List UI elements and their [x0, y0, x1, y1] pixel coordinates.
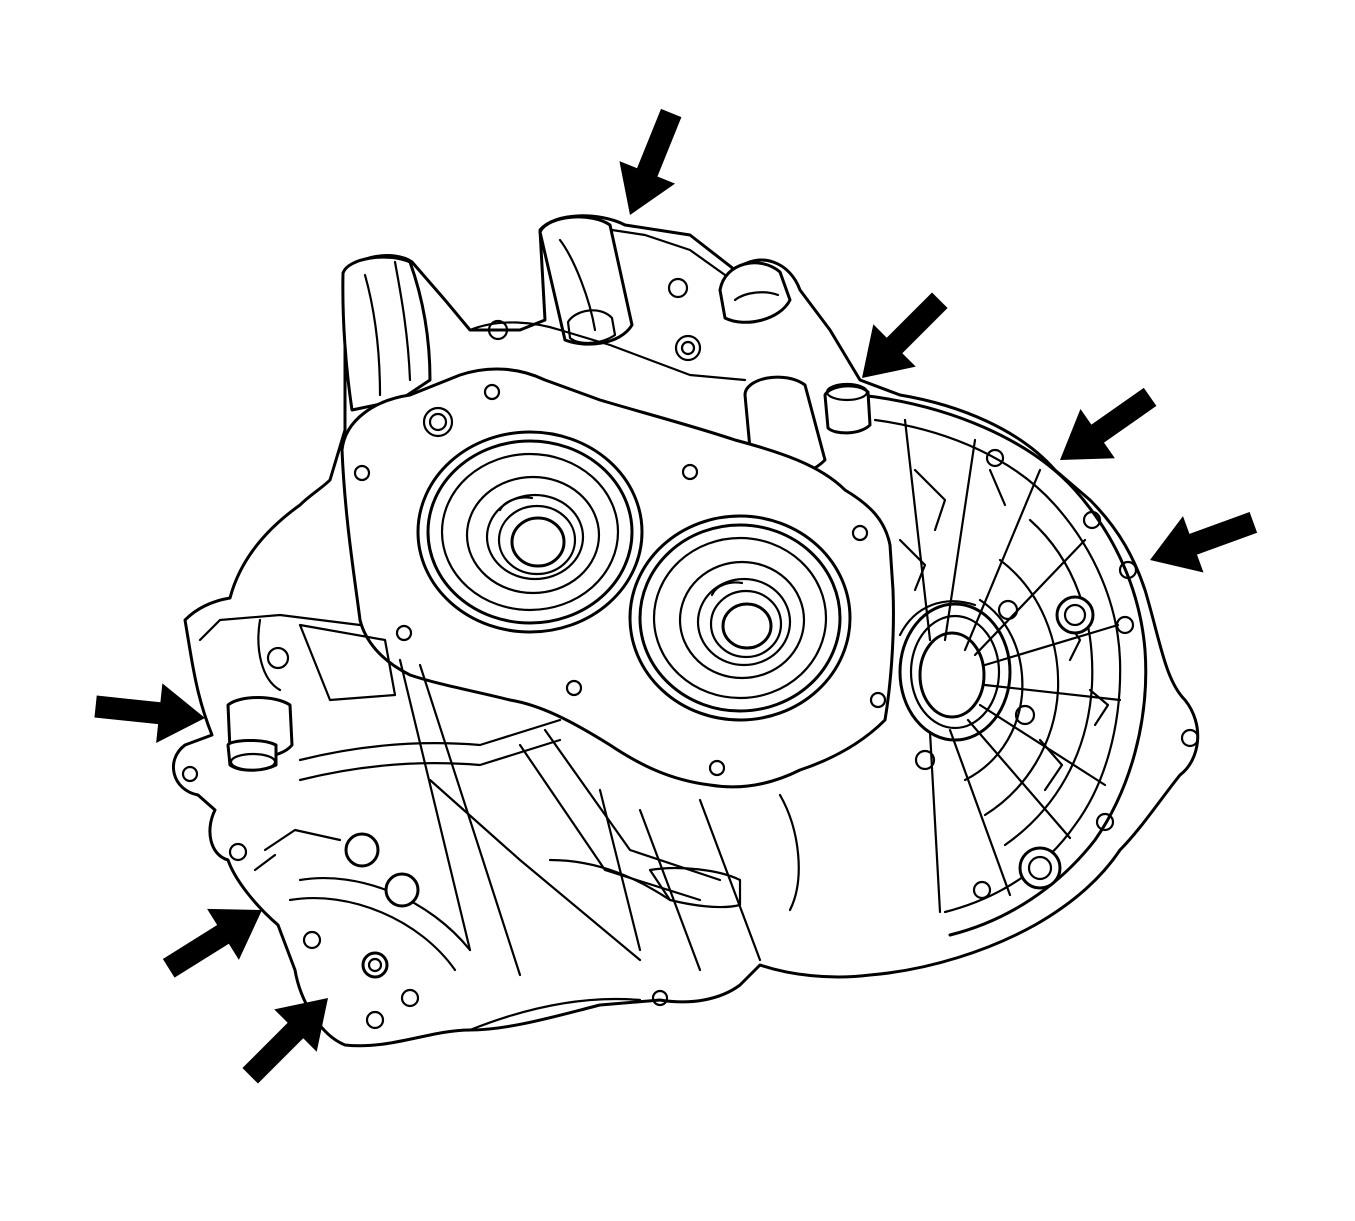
input-shaft-bore — [416, 430, 644, 634]
differential-bore — [898, 600, 1012, 742]
top-right-fitting — [823, 382, 872, 435]
callout-arrow-bottom — [242, 998, 328, 1084]
output-shaft-bore — [628, 514, 852, 722]
left-fitting — [226, 696, 294, 772]
callout-arrow-left — [94, 683, 205, 744]
lower-case-ribs — [288, 658, 800, 977]
callout-arrows — [94, 108, 1258, 1084]
transmission-case — [171, 214, 1200, 1048]
callout-arrow-top — [619, 108, 682, 215]
callout-arrow-bottom-left — [162, 908, 262, 978]
callout-arrow-right — [1150, 512, 1258, 573]
callout-arrow-right-upper — [1060, 387, 1157, 460]
callout-arrow-top-right — [862, 292, 948, 378]
